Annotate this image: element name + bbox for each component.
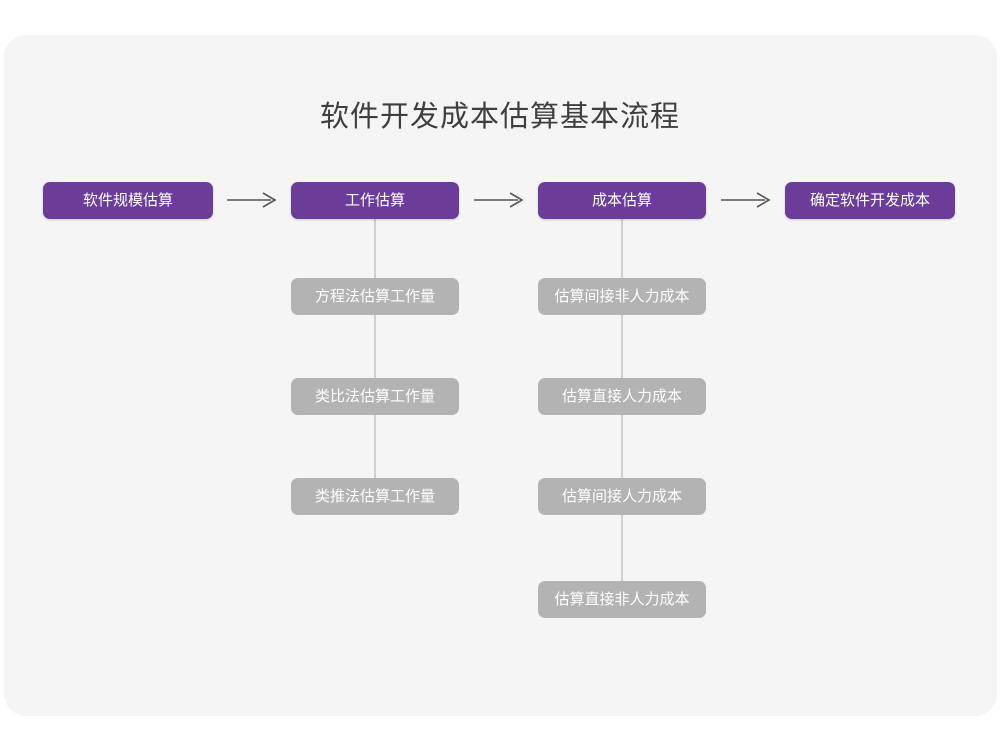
page-title: 软件开发成本估算基本流程 bbox=[319, 101, 680, 133]
flow-step-label: 工作估算 bbox=[344, 192, 405, 209]
flow-step-label: 确定软件开发成本 bbox=[809, 192, 930, 209]
substep-equation-method-effort[interactable]: 方程法估算工作量 bbox=[291, 278, 459, 315]
substep-label: 类推法估算工作量 bbox=[314, 488, 435, 505]
flow-step-label: 软件规模估算 bbox=[82, 192, 173, 209]
flow-step-determine-development-cost[interactable]: 确定软件开发成本 bbox=[785, 182, 955, 219]
substep-indirect-labor-cost[interactable]: 估算间接人力成本 bbox=[538, 478, 706, 515]
substep-label: 估算间接非人力成本 bbox=[554, 288, 690, 305]
arrow-right-icon bbox=[474, 192, 524, 208]
substep-label: 方程法估算工作量 bbox=[314, 288, 435, 305]
connector-work-column bbox=[374, 218, 376, 500]
substep-direct-labor-cost[interactable]: 估算直接人力成本 bbox=[538, 378, 706, 415]
arrow-right-icon bbox=[227, 192, 277, 208]
diagram-card bbox=[4, 35, 997, 716]
flow-step-effort-estimation[interactable]: 工作估算 bbox=[291, 182, 459, 219]
substep-label: 类比法估算工作量 bbox=[314, 388, 435, 405]
arrow-right-icon bbox=[721, 192, 771, 208]
substep-analogical-method-effort[interactable]: 类推法估算工作量 bbox=[291, 478, 459, 515]
flow-step-label: 成本估算 bbox=[591, 192, 652, 209]
substep-label: 估算间接人力成本 bbox=[561, 488, 682, 505]
flow-step-cost-estimation[interactable]: 成本估算 bbox=[538, 182, 706, 219]
substep-indirect-nonlabor-cost[interactable]: 估算间接非人力成本 bbox=[538, 278, 706, 315]
substep-direct-nonlabor-cost[interactable]: 估算直接非人力成本 bbox=[538, 581, 706, 618]
substep-label: 估算直接人力成本 bbox=[561, 388, 682, 405]
substep-analogy-method-effort[interactable]: 类比法估算工作量 bbox=[291, 378, 459, 415]
substep-label: 估算直接非人力成本 bbox=[554, 591, 690, 608]
flow-step-software-scale-estimation[interactable]: 软件规模估算 bbox=[43, 182, 213, 219]
